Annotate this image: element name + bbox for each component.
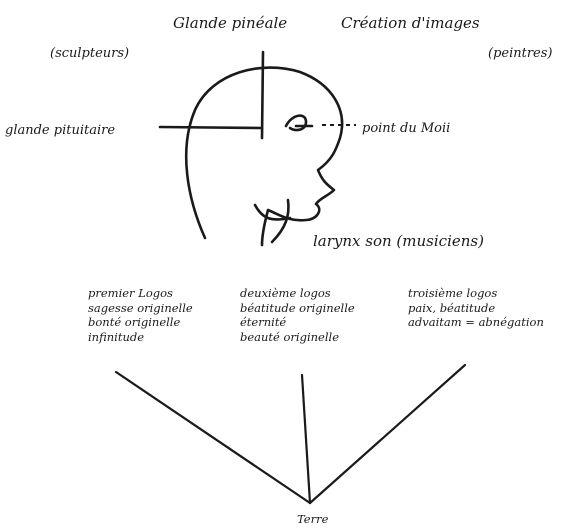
column-line: bonté originelle	[88, 315, 193, 330]
label-sculpteurs: (sculpteurs)	[50, 47, 129, 60]
line-center-to-terre	[302, 375, 310, 503]
label-glande-pineale: Glande pinéale	[173, 16, 287, 31]
label-glande-pituitaire: glande pituitaire	[5, 124, 115, 137]
label-creation-images: Création d'images	[341, 16, 480, 31]
column-line: advaitam = abnégation	[408, 315, 544, 330]
label-peintres: (peintres)	[488, 47, 553, 60]
column-line: sagesse originelle	[88, 301, 193, 316]
neck-front	[272, 200, 288, 242]
eye-mark	[286, 116, 312, 130]
column-deuxieme-logos: deuxième logos béatitude originelle éter…	[240, 286, 355, 344]
label-larynx: larynx son (musiciens)	[313, 234, 484, 249]
head-outline	[186, 68, 342, 245]
pineal-line	[262, 52, 263, 138]
column-line: deuxième logos	[240, 286, 355, 301]
column-line: infinitude	[88, 330, 193, 345]
column-line: éternité	[240, 315, 355, 330]
column-line: troisième logos	[408, 286, 544, 301]
line-left-to-terre	[116, 372, 310, 503]
column-line: beauté originelle	[240, 330, 355, 345]
pituitary-line	[160, 127, 262, 128]
label-point-du-moi: point du Moii	[362, 122, 450, 135]
column-premier-logos: premier Logos sagesse originelle bonté o…	[88, 286, 193, 344]
column-line: béatitude originelle	[240, 301, 355, 316]
line-right-to-terre	[310, 365, 465, 503]
label-terre: Terre	[297, 512, 328, 527]
column-line: paix, béatitude	[408, 301, 544, 316]
column-line: premier Logos	[88, 286, 193, 301]
column-troisieme-logos: troisième logos paix, béatitude advaitam…	[408, 286, 544, 330]
